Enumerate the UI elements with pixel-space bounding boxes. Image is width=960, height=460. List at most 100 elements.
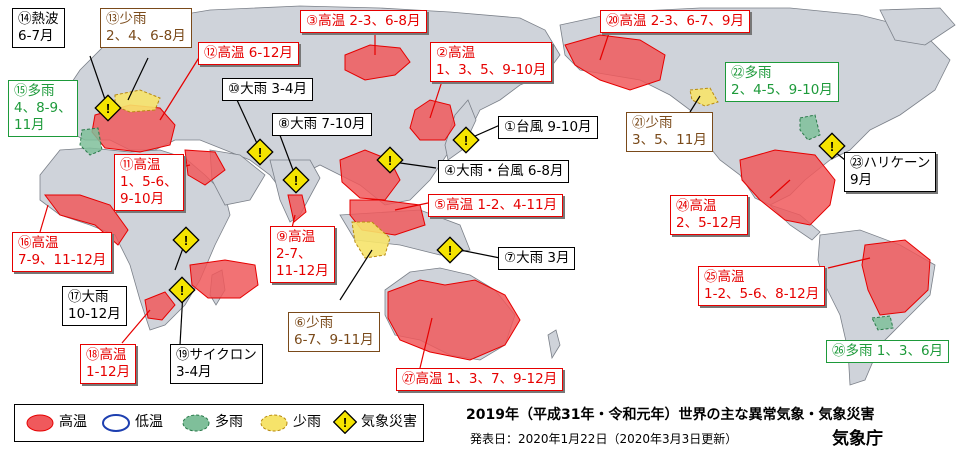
legend-hot-label: 高温 xyxy=(59,414,87,430)
disaster-markers: ! ! ! ! ! ! ! ! ! xyxy=(94,94,846,304)
svg-text:!: ! xyxy=(830,139,834,154)
event-text: ⑲サイクロン 3-4月 xyxy=(176,347,257,380)
event-text: ⑮多雨 4、8-9、 11月 xyxy=(14,83,72,133)
legend-wet-label: 多雨 xyxy=(215,414,243,430)
event-label-9: ⑨高温 2-7、 11-12月 xyxy=(270,226,335,283)
svg-text:!: ! xyxy=(180,283,184,298)
svg-text:!: ! xyxy=(343,415,347,430)
event-label-19: ⑲サイクロン 3-4月 xyxy=(170,344,263,384)
svg-text:!: ! xyxy=(464,133,468,148)
dry-region-6 xyxy=(351,221,391,259)
hot-swatch xyxy=(26,414,54,432)
svg-text:!: ! xyxy=(294,173,298,188)
hot-leader-line-16 xyxy=(39,204,49,233)
hot-region-2 xyxy=(409,99,456,141)
event-label-8: ⑧大雨 7-10月 xyxy=(272,113,372,136)
svg-text:!: ! xyxy=(184,233,188,248)
publication-date: 発表日：2020年1月22日（2020年3月3日更新） xyxy=(470,432,738,446)
svg-text:!: ! xyxy=(388,153,392,168)
event-text: ⑭熱波 6-7月 xyxy=(18,11,59,44)
hot-leader-line-24 xyxy=(769,179,791,199)
event-label-17: ⑰大雨 10-12月 xyxy=(62,286,127,326)
event-text: ②高温 1、3、5、9-10月 xyxy=(436,45,547,78)
event-label-5: ⑤高温 1-2、4-11月 xyxy=(428,194,564,217)
leader-line-13 xyxy=(127,57,149,101)
event-text: ㉒多雨 2、4-5、9-10月 xyxy=(731,65,833,98)
hot-region-19 xyxy=(189,259,259,299)
event-text: ⑥少雨 6-7、9-11月 xyxy=(294,315,374,348)
legend: 高温 低温 多雨 少雨 ! 気象災害 xyxy=(14,404,424,442)
hot-leader-line-18 xyxy=(121,309,151,344)
event-text: ⑩大雨 3-4月 xyxy=(228,81,307,97)
wet-swatch xyxy=(182,414,210,432)
wet-regions xyxy=(79,114,894,331)
warning-icon: ! xyxy=(168,276,196,304)
warning-icon: ! xyxy=(172,226,200,254)
map-title: 2019年（平成31年・令和元年）世界の主な異常気象・気象災害 xyxy=(466,407,875,423)
new-zealand-islands xyxy=(547,329,561,360)
hot-region-11 xyxy=(184,149,226,186)
legend-disaster-label: 気象災害 xyxy=(361,414,417,430)
event-text: ⑧大雨 7-10月 xyxy=(278,116,366,132)
event-text: ③高温 2-3、6-8月 xyxy=(306,13,421,29)
dry-swatch xyxy=(260,414,288,432)
event-text: ⑤高温 1-2、4-11月 xyxy=(434,197,558,213)
event-label-15: ⑮多雨 4、8-9、 11月 xyxy=(8,80,78,137)
hot-region-9 xyxy=(287,194,307,223)
event-label-25: ㉕高温 1-2、5-6、8-12月 xyxy=(698,266,826,306)
legend-dry-label: 少雨 xyxy=(293,414,321,430)
hot-region-27 xyxy=(387,279,521,361)
hot-region-20 xyxy=(564,34,666,91)
event-label-23: ㉓ハリケーン 9月 xyxy=(844,152,937,192)
cold-swatch xyxy=(102,414,130,432)
wet-region-22 xyxy=(799,114,821,141)
warning-icon: ! xyxy=(246,138,274,166)
event-text: ⑪高温 1、5-6、 9-10月 xyxy=(120,157,178,207)
event-label-13: ⑬少雨 2、4、6-8月 xyxy=(100,8,192,48)
hot-leader-line-5 xyxy=(394,202,429,211)
event-label-12: ⑫高温 6-12月 xyxy=(198,42,299,65)
event-label-16: ⑯高温 7-9、11-12月 xyxy=(12,232,113,272)
svg-text:!: ! xyxy=(448,243,452,258)
event-text: ㉑少雨 3、5、11月 xyxy=(632,115,707,148)
warning-icon: ! xyxy=(376,146,404,174)
event-text: ㉕高温 1-2、5-6、8-12月 xyxy=(704,269,820,302)
event-label-4: ④大雨・台風 6-8月 xyxy=(438,160,570,183)
hot-region-25 xyxy=(861,239,931,316)
event-label-1: ①台風 9-10月 xyxy=(498,116,598,139)
event-label-26: ㉖多雨 1、3、6月 xyxy=(826,340,950,363)
leader-line-6 xyxy=(339,249,373,301)
warning-icon: ! xyxy=(94,94,122,122)
warning-icon: ! xyxy=(333,410,357,434)
event-label-21: ㉑少雨 3、5、11月 xyxy=(626,112,713,152)
event-label-27: ㉗高温 1、3、7、9-12月 xyxy=(396,368,564,391)
event-label-24: ㉔高温 2、5-12月 xyxy=(670,195,749,235)
event-label-3: ③高温 2-3、6-8月 xyxy=(300,10,427,33)
event-label-6: ⑥少雨 6-7、9-11月 xyxy=(288,312,380,352)
event-label-7: ⑦大雨 3月 xyxy=(498,247,576,270)
event-text: ⑨高温 2-7、 11-12月 xyxy=(276,229,329,279)
event-text: ④大雨・台風 6-8月 xyxy=(444,163,564,179)
hot-leader-line-12 xyxy=(159,55,201,121)
event-text: ⑯高温 7-9、11-12月 xyxy=(18,235,107,268)
agency-name: 気象庁 xyxy=(832,429,883,449)
warning-icon: ! xyxy=(452,126,480,154)
leader-line-7 xyxy=(459,249,501,259)
hot-leader-line-20 xyxy=(599,29,611,61)
warning-icon: ! xyxy=(436,236,464,264)
event-label-22: ㉒多雨 2、4-5、9-10月 xyxy=(725,62,839,102)
event-label-2: ②高温 1、3、5、9-10月 xyxy=(430,42,553,82)
leader-line-21 xyxy=(689,95,701,113)
leader-line-10 xyxy=(236,99,261,151)
event-text: ㉗高温 1、3、7、9-12月 xyxy=(402,371,558,387)
wet-region-26 xyxy=(871,315,894,331)
high-temperature-regions xyxy=(44,34,931,361)
event-text: ㉔高温 2、5-12月 xyxy=(676,198,743,231)
japan-islands xyxy=(444,99,477,161)
hot-leader-line-27 xyxy=(419,317,433,369)
event-text: ①台風 9-10月 xyxy=(504,119,592,135)
wet-region-15 xyxy=(79,127,103,156)
event-label-11: ⑪高温 1、5-6、 9-10月 xyxy=(114,154,184,211)
event-text: ⑬少雨 2、4、6-8月 xyxy=(106,11,186,44)
hot-region-24 xyxy=(739,149,836,226)
